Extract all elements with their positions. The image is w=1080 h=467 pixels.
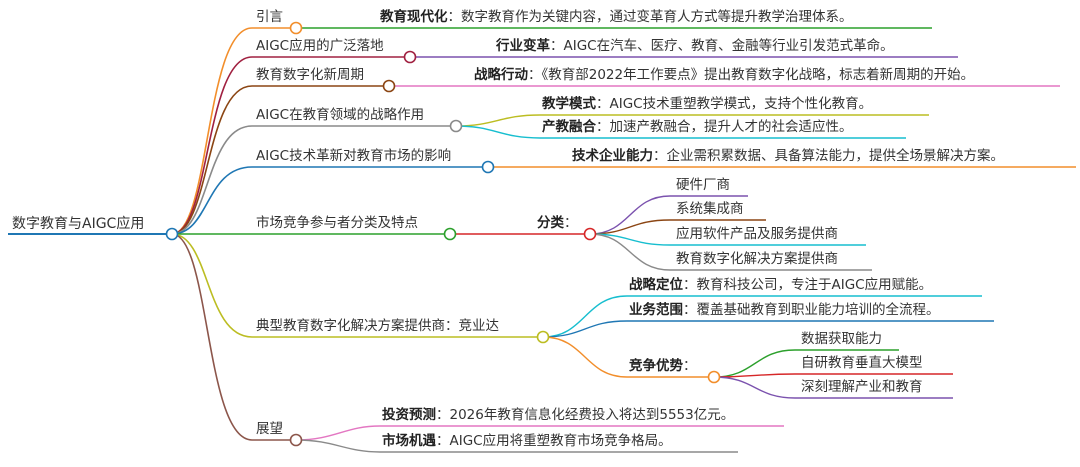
node-new-period[interactable] [382, 79, 396, 93]
detail-teaching-mode-title: 教学模式 [542, 96, 596, 112]
detail-industry-change-title: 行业变革 [496, 38, 550, 54]
detail-opportunity-title: 市场机遇 [382, 433, 436, 449]
edge-outlook-invest [295, 425, 381, 441]
leaf-vertical-model[interactable]: 自研教育垂直大模型 [801, 355, 923, 371]
detail-strategic-action-text: 《教育部2022年工作要点》提出教育数字化战略，标志着新周期的开始。 [541, 67, 975, 83]
detail-industry-change-text: AIGC在汽车、医疗、教育、金融等行业引发范式革命。 [563, 38, 894, 54]
node-aigc-spread[interactable] [403, 50, 417, 64]
branch-intro[interactable]: 引言 [256, 9, 283, 25]
branch-competitors[interactable]: 市场竞争参与者分类及特点 [256, 215, 418, 231]
branch-market-impact[interactable]: AIGC技术革新对教育市场的影响 [256, 148, 452, 164]
detail-advantage-title: 竞争优势 [629, 358, 683, 374]
edge-cls-integrator [589, 219, 671, 235]
node-outlook[interactable] [289, 433, 303, 447]
detail-tech-capability-title: 技术企业能力 [572, 148, 653, 164]
branch-strategic-role[interactable]: AIGC在教育领域的战略作用 [256, 107, 425, 123]
edge-adv-data [713, 349, 796, 378]
leaf-understanding[interactable]: 深刻理解产业和教育 [801, 379, 923, 395]
root-topic[interactable]: 数字教育与AIGC应用 [12, 216, 145, 232]
detail-investment-title: 投资预测 [382, 407, 436, 423]
edge-root-new-period [171, 85, 253, 235]
detail-strategic-action-title: 战略行动 [474, 67, 528, 83]
edge-root-aigc-spread [171, 56, 253, 235]
edge-root-strategic-role [171, 125, 253, 235]
detail-strategic-action[interactable]: 战略行动：《教育部2022年工作要点》提出教育数字化战略，标志着新周期的开始。 [474, 67, 975, 83]
detail-industry-change[interactable]: 行业变革：AIGC在汽车、医疗、教育、金融等行业引发范式革命。 [496, 38, 894, 54]
node-root[interactable] [165, 227, 179, 241]
node-market-impact[interactable] [481, 160, 495, 174]
node-cls[interactable] [583, 227, 597, 241]
edge-root-market-impact [171, 166, 253, 235]
detail-tech-capability-text: 企业需积累数据、具备算法能力，提供全场景解决方案。 [666, 148, 1005, 164]
detail-positioning[interactable]: 战略定位：教育科技公司，专注于AIGC应用赋能。 [629, 277, 933, 293]
edge-role-fusion [455, 125, 541, 139]
leaf-software[interactable]: 应用软件产品及服务提供商 [676, 226, 838, 242]
branch-outlook[interactable]: 展望 [256, 421, 283, 437]
node-provider[interactable] [536, 330, 550, 344]
detail-modernization-title: 教育现代化 [380, 9, 448, 25]
node-competitors[interactable] [443, 227, 457, 241]
edge-outlook-oppty [295, 439, 381, 453]
detail-opportunity-text: AIGC应用将重塑教育市场竞争格局。 [449, 433, 672, 449]
detail-teaching-mode[interactable]: 教学模式：AIGC技术重塑教学模式，支持个性化教育。 [542, 96, 873, 112]
detail-opportunity[interactable]: 市场机遇：AIGC应用将重塑教育市场竞争格局。 [382, 433, 672, 449]
edge-provider-pos [542, 295, 628, 338]
branch-provider[interactable]: 典型教育数字化解决方案提供商：竞业达 [256, 318, 499, 334]
edge-cls-software [589, 233, 671, 246]
detail-modernization-text: 数字教育作为关键内容，通过变革育人方式等提升教学治理体系。 [461, 9, 853, 25]
detail-tech-capability[interactable]: 技术企业能力：企业需积累数据、具备算法能力，提供全场景解决方案。 [572, 148, 1005, 164]
edge-role-mode [455, 114, 541, 127]
detail-industry-education[interactable]: 产教融合：加速产教融合，提升人才的社会适应性。 [542, 119, 853, 135]
detail-scope-text: 覆盖基础教育到职业能力培训的全流程。 [696, 302, 940, 318]
detail-scope[interactable]: 业务范围：覆盖基础教育到职业能力培训的全流程。 [629, 302, 940, 318]
node-adv[interactable] [707, 370, 721, 384]
node-intro[interactable] [289, 21, 303, 35]
edge-adv-understand [713, 376, 796, 399]
leaf-solution[interactable]: 教育数字化解决方案提供商 [676, 251, 838, 267]
edge-root-provider [171, 233, 253, 338]
detail-industry-education-text: 加速产教融合，提升人才的社会适应性。 [609, 119, 853, 135]
edge-provider-adv [542, 336, 628, 378]
leaf-integrator[interactable]: 系统集成商 [676, 201, 744, 217]
edge-provider-scope [542, 320, 628, 338]
detail-industry-education-title: 产教融合 [542, 119, 596, 135]
node-strategic-role[interactable] [449, 119, 463, 133]
edge-root-outlook [171, 233, 253, 441]
leaf-hardware[interactable]: 硬件厂商 [676, 177, 730, 193]
detail-classification-title: 分类 [537, 215, 564, 231]
detail-positioning-text: 教育科技公司，专注于AIGC应用赋能。 [696, 277, 933, 293]
detail-scope-title: 业务范围 [629, 302, 683, 318]
branch-aigc-spread[interactable]: AIGC应用的广泛落地 [256, 38, 384, 54]
edge-cls-hardware [589, 195, 671, 235]
detail-modernization[interactable]: 教育现代化：数字教育作为关键内容，通过变革育人方式等提升教学治理体系。 [380, 9, 853, 25]
detail-advantage[interactable]: 竞争优势： [629, 358, 697, 374]
detail-classification[interactable]: 分类： [537, 215, 578, 231]
detail-positioning-title: 战略定位 [629, 277, 683, 293]
leaf-data-acquisition[interactable]: 数据获取能力 [801, 331, 882, 347]
detail-investment[interactable]: 投资预测：2026年教育信息化经费投入将达到5553亿元。 [382, 407, 735, 423]
detail-teaching-mode-text: AIGC技术重塑教学模式，支持个性化教育。 [609, 96, 873, 112]
edge-root-intro [171, 27, 253, 235]
branch-new-period[interactable]: 教育数字化新周期 [256, 67, 364, 83]
detail-investment-text: 2026年教育信息化经费投入将达到5553亿元。 [449, 407, 735, 423]
edge-cls-solution [589, 233, 671, 271]
